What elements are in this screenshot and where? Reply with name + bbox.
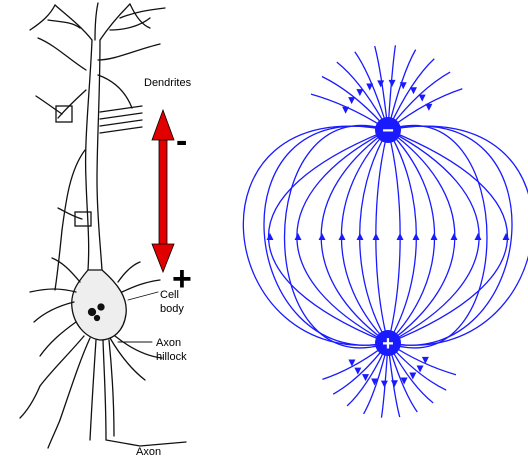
nucleus-dot <box>89 309 96 316</box>
label-dendrites: Dendrites <box>144 77 192 89</box>
field-arrow <box>366 83 373 90</box>
charges: − + <box>375 117 401 356</box>
field-arrow <box>356 89 363 96</box>
field-arrow <box>391 380 398 387</box>
field-line <box>388 130 416 343</box>
label-body: body <box>160 303 184 315</box>
dipole-field-lines <box>243 45 528 417</box>
dendrite-branch <box>55 5 92 40</box>
input-fiber <box>100 127 142 133</box>
field-arrow <box>373 233 380 240</box>
dendrite-branch <box>48 20 80 28</box>
field-arrow <box>389 80 396 87</box>
field-arrow <box>339 233 346 240</box>
basal-dendrite <box>20 386 40 418</box>
dendrite-branch <box>98 44 160 60</box>
dendrite-branch <box>38 38 86 70</box>
basal-dendrite <box>30 289 76 292</box>
synapse-box <box>56 106 72 122</box>
input-fiber <box>36 96 62 114</box>
field-arrow <box>410 87 417 94</box>
field-arrow <box>295 233 302 240</box>
field-arrow <box>475 233 482 240</box>
basal-dendrite <box>34 302 74 322</box>
dipole-arrow <box>152 110 174 272</box>
leader-line <box>128 292 158 300</box>
field-line <box>321 130 388 343</box>
field-arrow <box>377 80 384 87</box>
arrow-head-up <box>152 110 174 140</box>
field-line <box>360 130 388 343</box>
dendrite-branch <box>95 3 98 40</box>
field-arrow <box>267 233 274 240</box>
apical-dendrite <box>86 40 92 270</box>
basal-dendrite <box>90 340 96 440</box>
field-line <box>285 125 389 347</box>
basal-dendrite <box>60 338 90 420</box>
minus-sign: - <box>176 122 187 160</box>
field-arrow <box>413 233 420 240</box>
dendrite-branch <box>30 5 55 30</box>
dendrite-branch <box>62 150 85 230</box>
field-line <box>388 125 487 347</box>
dendrite-branch <box>120 8 165 18</box>
field-arrow <box>451 233 458 240</box>
input-fiber <box>100 120 142 126</box>
arrow-shaft <box>159 138 167 246</box>
nucleus-dot <box>98 304 104 310</box>
field-arrow <box>357 233 364 240</box>
field-arrow <box>381 381 388 388</box>
basal-dendrite <box>115 336 162 358</box>
field-arrow <box>419 95 426 102</box>
field-arrow <box>397 233 404 240</box>
field-arrow <box>431 233 438 240</box>
input-fiber <box>100 113 142 119</box>
label-axon: Axon <box>136 446 161 458</box>
negative-charge-sign: − <box>382 120 394 142</box>
input-fiber <box>58 208 82 219</box>
arrow-head-down <box>152 244 174 272</box>
plus-sign: + <box>172 260 192 298</box>
dendrite-branch <box>98 75 132 108</box>
field-arrow <box>503 233 510 240</box>
positive-charge-sign: + <box>382 333 394 355</box>
synapse-box <box>75 212 91 226</box>
label-hillock: hillock <box>156 351 187 363</box>
basal-dendrite <box>48 420 60 448</box>
axon-outline <box>109 340 114 436</box>
field-line <box>388 130 455 343</box>
field-arrow <box>348 97 355 104</box>
input-fiber <box>100 106 142 112</box>
nucleus-dot <box>95 316 100 321</box>
field-arrow <box>342 107 349 114</box>
basal-dendrite <box>122 280 160 292</box>
field-arrow <box>319 233 326 240</box>
field-line <box>269 130 388 343</box>
field-line <box>388 130 507 343</box>
basal-dendrite <box>118 262 140 282</box>
label-axon-word: Axon <box>156 337 181 349</box>
basal-dendrite <box>40 336 84 386</box>
dendrite-branch <box>100 4 130 40</box>
field-arrow <box>425 104 432 111</box>
